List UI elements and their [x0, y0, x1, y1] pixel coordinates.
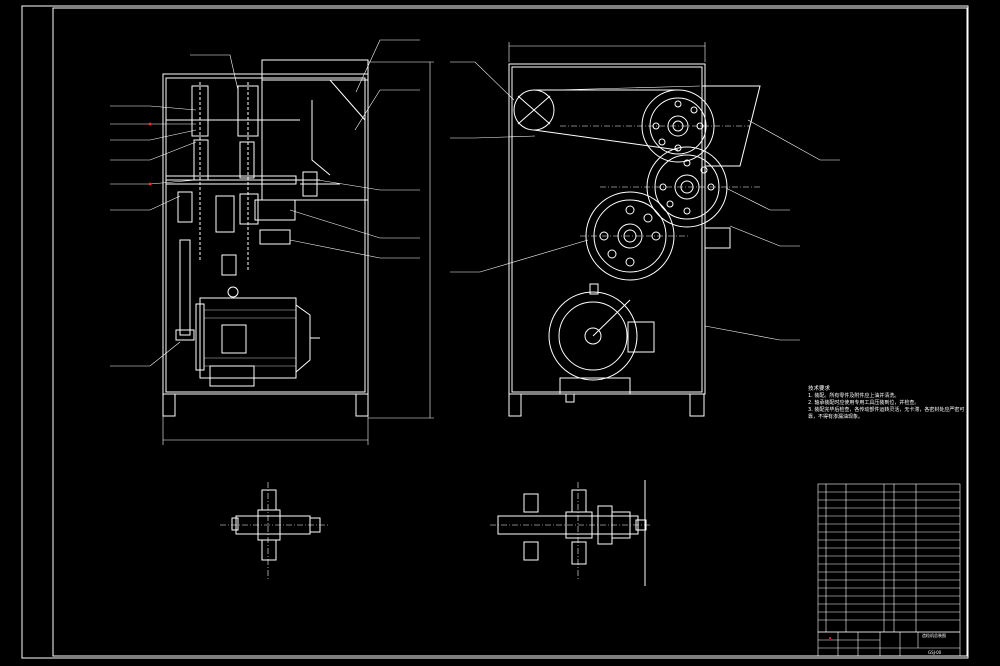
inner-frame	[52, 7, 968, 657]
detail-view-b	[490, 480, 650, 586]
title-block-drawing-title: 造粒机总装图	[922, 633, 946, 638]
front-view	[110, 39, 434, 445]
outer-frame	[21, 5, 969, 659]
tech-req-item-3: 3. 装配完毕后检查，各传动部件运转灵活，无卡滞，各密封处应严密可靠，不得有渗漏…	[808, 407, 965, 420]
front-motor	[195, 286, 320, 387]
tech-req-item-1: 1. 装配。所有零件及附件应上油并清洗。	[808, 393, 900, 399]
side-motor	[548, 283, 655, 395]
tech-req-item-2: 2. 轴承装配时应使用专用工具压装到位，并检查。	[808, 400, 920, 406]
tech-req-title: 技术要求	[808, 386, 831, 392]
title-block-drawing-number: GSJ-00	[928, 650, 942, 655]
side-view	[450, 42, 840, 417]
section-markers	[148, 122, 831, 639]
technical-requirements: 技术要求 1. 装配。所有零件及附件应上油并清洗。 2. 轴承装配时应使用专用工…	[808, 386, 968, 421]
detail-view-a	[220, 482, 330, 580]
parts-list	[817, 483, 961, 633]
belt-pulley	[513, 89, 679, 151]
title-block	[817, 631, 961, 657]
